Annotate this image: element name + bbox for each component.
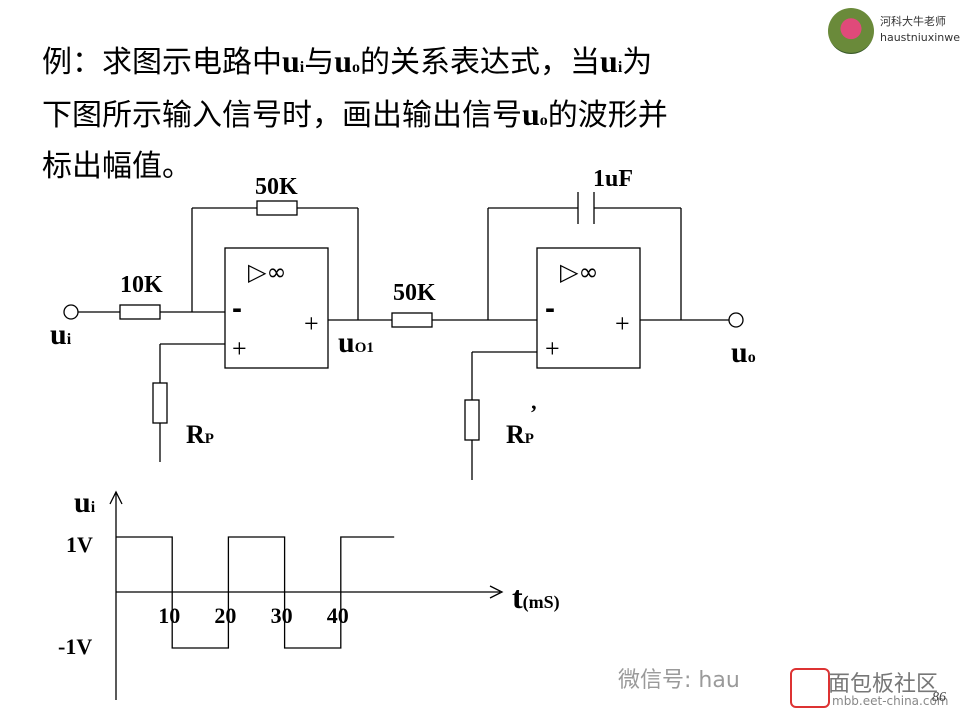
y-axis-arrow (109, 490, 123, 505)
x-tick-label: 20 (214, 603, 236, 628)
var-subscript: i (617, 59, 623, 76)
ylabel-letter: u (74, 486, 91, 519)
watermark-wechat: 微信号: hau (618, 668, 740, 693)
label-rp-prime: RP (506, 420, 534, 449)
label-ui: ui (50, 318, 72, 351)
brand-text: 河科大牛老师 haustniuxinwen (880, 14, 960, 46)
problem-line-3: 标出幅值。 (42, 149, 192, 184)
var-letter: u (282, 43, 300, 79)
resistor-rp (152, 382, 168, 424)
text-run: 例：求图示电路中 (42, 45, 282, 80)
opamp-2 (536, 247, 641, 369)
xlabel-letter: t (512, 579, 523, 615)
label-rp-prime-letter: R (506, 420, 525, 449)
watermark-site: 面包板社区 (828, 672, 939, 697)
opamp-1-plus-out: + (304, 309, 319, 338)
site-logo-icon (790, 668, 830, 708)
y-label-low: -1V (58, 634, 92, 659)
var-subscript: o (352, 59, 361, 76)
opamp-2-plus-out: + (615, 309, 630, 338)
resistor-50k-feedback (256, 200, 298, 216)
var-subscript: o (539, 112, 548, 129)
var-uo: uo (522, 96, 548, 132)
page-number: 86 (932, 690, 946, 705)
label-uo1: uO1 (338, 326, 374, 359)
label-ui-sub: i (67, 331, 72, 348)
brand-name: 河科大牛老师 (880, 15, 946, 28)
x-axis-arrow (489, 585, 504, 599)
label-uo-sub: o (748, 349, 756, 366)
x-tick-labels: 10 20 30 40 (158, 603, 349, 628)
waveform-ylabel: ui (74, 486, 96, 519)
opamp-1-plus-in: + (232, 334, 247, 363)
var-uo: uo (334, 43, 360, 79)
var-letter: u (522, 96, 540, 132)
var-letter: u (334, 43, 353, 79)
label-r-input: 10K (120, 272, 163, 298)
circuit-wires (63, 192, 744, 480)
opamp-2-plus-in: + (545, 334, 560, 363)
opamp-1 (224, 247, 329, 369)
ylabel-sub: i (91, 499, 96, 516)
label-ui-letter: u (50, 318, 67, 351)
label-rp-sub: P (205, 431, 214, 447)
opamp-2-minus: - (545, 292, 555, 325)
output-terminal (728, 312, 744, 328)
label-uo: uo (731, 336, 756, 369)
watermark-url: mbb.eet-china.com (832, 694, 949, 708)
label-uo-letter: u (731, 336, 748, 369)
opamp-2-symbol: ▷∞ (560, 258, 598, 286)
problem-statement: 例：求图示电路中ui与uo的关系表达式，当ui为 下图所示输入信号时，画出输出信… (42, 38, 842, 190)
var-letter: u (600, 43, 618, 79)
avatar (828, 8, 874, 54)
x-tick-label: 40 (327, 603, 349, 628)
brand-handle: haustniuxinwen (880, 31, 960, 44)
input-terminal (63, 304, 79, 320)
label-capacitor: 1uF (593, 166, 633, 192)
input-waveform (116, 536, 395, 649)
y-label-high: 1V (66, 532, 93, 557)
x-tick-label: 30 (271, 603, 293, 628)
label-r-mid: 50K (393, 280, 436, 306)
label-uo1-letter: u (338, 326, 355, 359)
x-tick-label: 10 (158, 603, 180, 628)
label-uo1-sub: O1 (355, 340, 374, 356)
problem-line-1: 例：求图示电路中ui与uo的关系表达式，当ui为 (42, 38, 842, 91)
text-run: 下图所示输入信号时，画出输出信号 (42, 98, 522, 133)
var-ui: ui (282, 43, 304, 79)
resistor-50k-mid (391, 312, 433, 328)
opamp-1-symbol: ▷∞ (248, 258, 286, 286)
label-r-feedback: 50K (255, 174, 298, 200)
text-run: 的波形并 (547, 98, 668, 133)
var-ui: ui (600, 43, 622, 79)
text-run: 的关系表达式，当 (360, 45, 601, 80)
opamp-1-minus: - (232, 292, 242, 325)
label-rp-letter: R (186, 420, 205, 449)
text-run: 与 (304, 45, 335, 80)
text-run: 为 (622, 45, 653, 80)
waveform-xlabel: t(mS) (512, 579, 560, 615)
waveform-axes (109, 490, 504, 700)
problem-line-2: 下图所示输入信号时，画出输出信号uo的波形并 (42, 91, 842, 144)
label-rp: RP (186, 420, 214, 449)
label-rp-prime-sub: P (525, 431, 534, 447)
resistor-10k (119, 304, 161, 320)
xlabel-unit: (mS) (523, 592, 560, 613)
var-subscript: i (299, 59, 305, 76)
resistor-rp-prime (464, 399, 480, 441)
label-rp-prime-mark: ’ (530, 400, 537, 425)
